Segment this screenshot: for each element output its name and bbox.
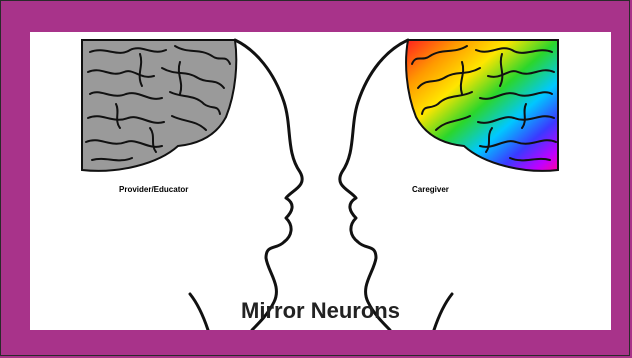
- right-profile-icon: [340, 40, 408, 330]
- provider-educator-label: Provider/Educator: [119, 185, 188, 194]
- slide-title: Mirror Neurons: [30, 298, 611, 324]
- mirror-neurons-illustration: [30, 32, 611, 330]
- caregiver-label: Caregiver: [412, 185, 449, 194]
- left-profile-icon: [235, 40, 302, 330]
- left-brain-icon: [82, 40, 236, 171]
- right-brain-icon: [406, 40, 558, 171]
- slide-canvas: Provider/Educator Caregiver Mirror Neuro…: [30, 32, 611, 330]
